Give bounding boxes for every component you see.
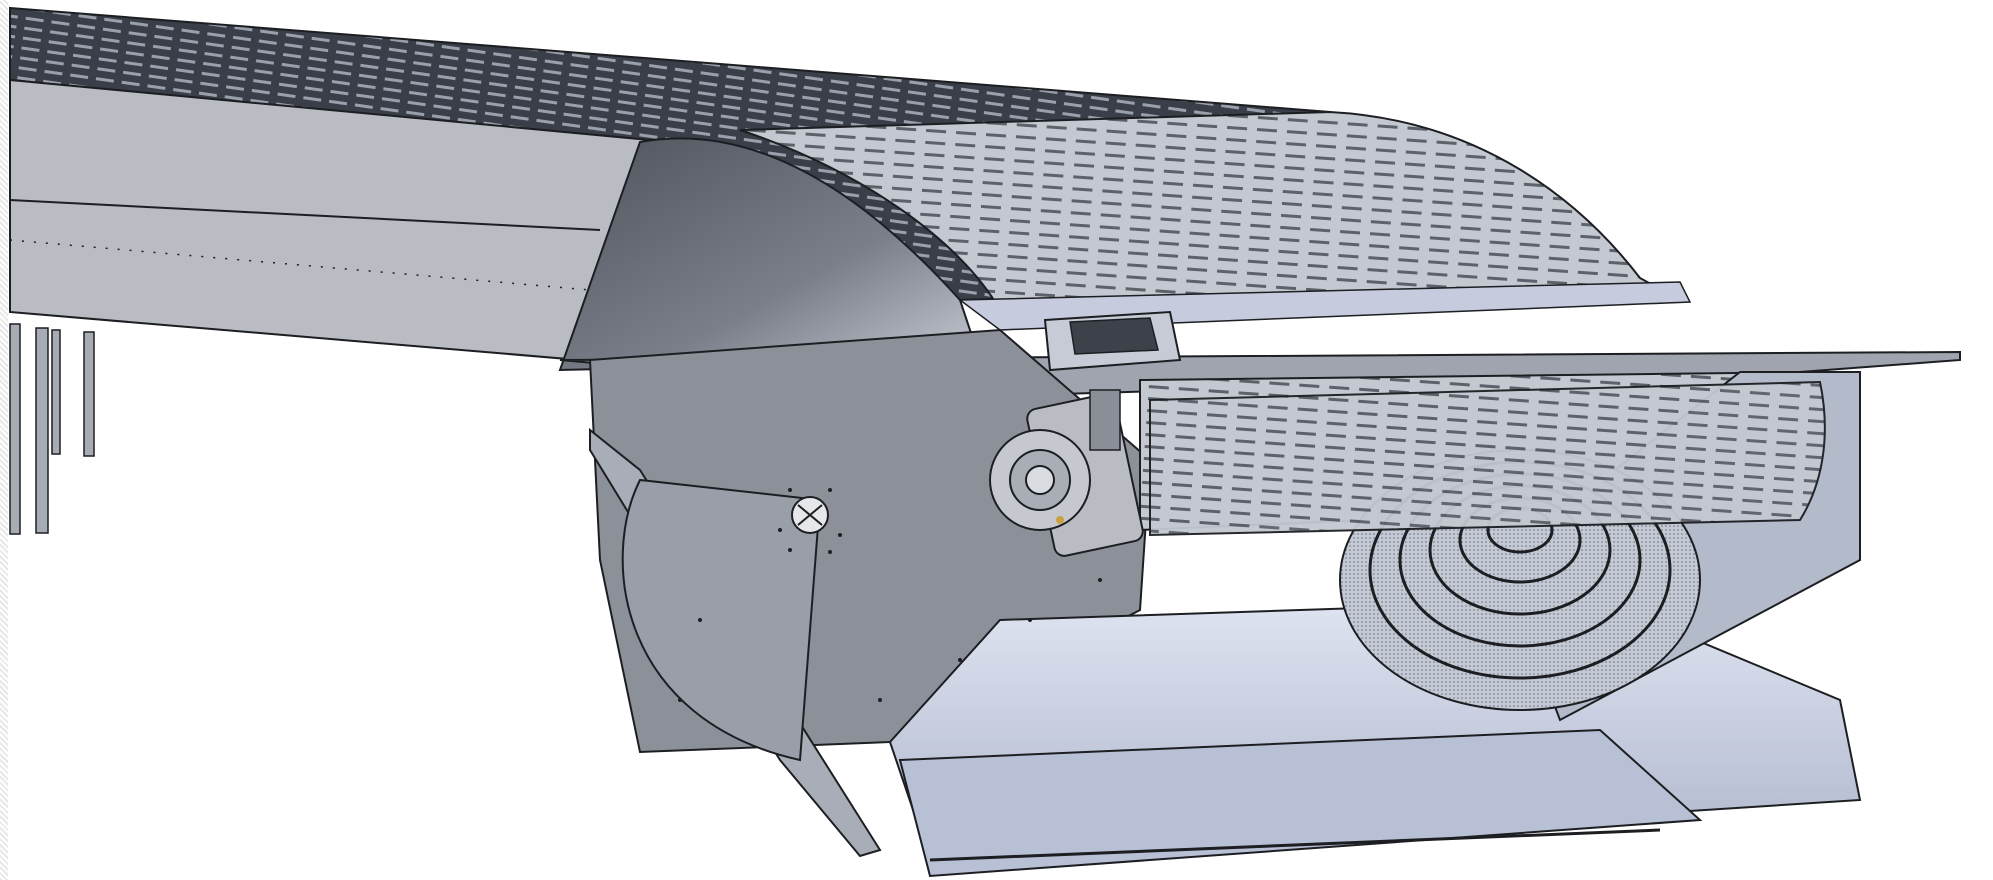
sensor-box-icon[interactable] bbox=[1043, 310, 1182, 372]
support-legs bbox=[9, 323, 95, 535]
drive-drum[interactable] bbox=[621, 478, 822, 762]
bearing-hub-icon bbox=[791, 496, 829, 534]
chute-lip[interactable] bbox=[898, 728, 1703, 878]
side-plate-rivets bbox=[678, 488, 1102, 702]
chute-edge bbox=[929, 828, 1661, 862]
viewport-edge-strip bbox=[0, 0, 8, 880]
geared-motor-icon[interactable] bbox=[989, 389, 1145, 558]
return-belt-tier[interactable] bbox=[1149, 380, 1826, 537]
frame-rivet-line bbox=[9, 239, 591, 291]
head-hood[interactable] bbox=[558, 137, 982, 372]
belt-curve-top[interactable] bbox=[739, 110, 1684, 312]
frame-seam bbox=[9, 199, 601, 231]
